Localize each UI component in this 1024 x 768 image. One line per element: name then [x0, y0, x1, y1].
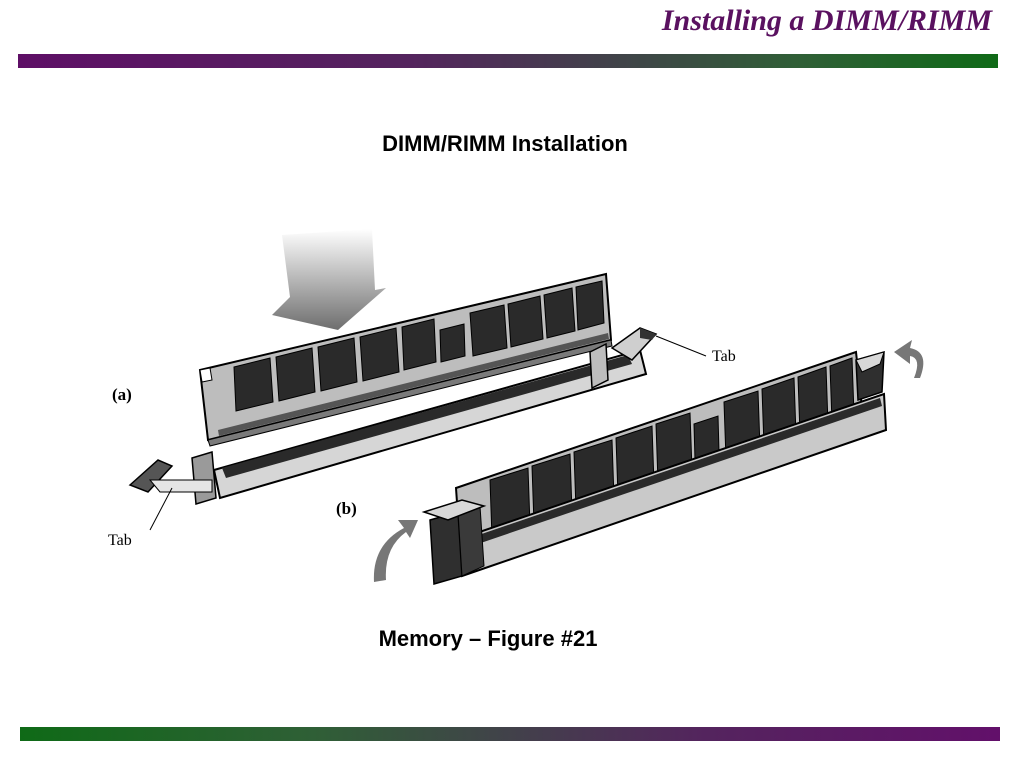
top-divider-bar — [18, 54, 998, 68]
bottom-divider-bar — [20, 727, 1000, 741]
figure-label-a: (a) — [112, 385, 132, 404]
tab-label-right: Tab — [712, 348, 736, 365]
memory-slot-a — [128, 327, 707, 531]
figure-caption-top: DIMM/RIMM Installation — [382, 131, 628, 156]
memory-module-a — [198, 272, 613, 447]
down-arrow-icon — [272, 229, 386, 330]
figure-caption-bottom: Memory – Figure #21 — [378, 626, 598, 651]
memory-slot-b — [421, 350, 888, 585]
slide-title: Installing a DIMM/RIMM — [661, 4, 992, 37]
curved-arrow-icon — [894, 340, 924, 378]
figure-label-b: (b) — [336, 499, 357, 518]
tab-label-left: Tab — [108, 532, 132, 549]
curved-arrow-icon — [373, 520, 418, 582]
